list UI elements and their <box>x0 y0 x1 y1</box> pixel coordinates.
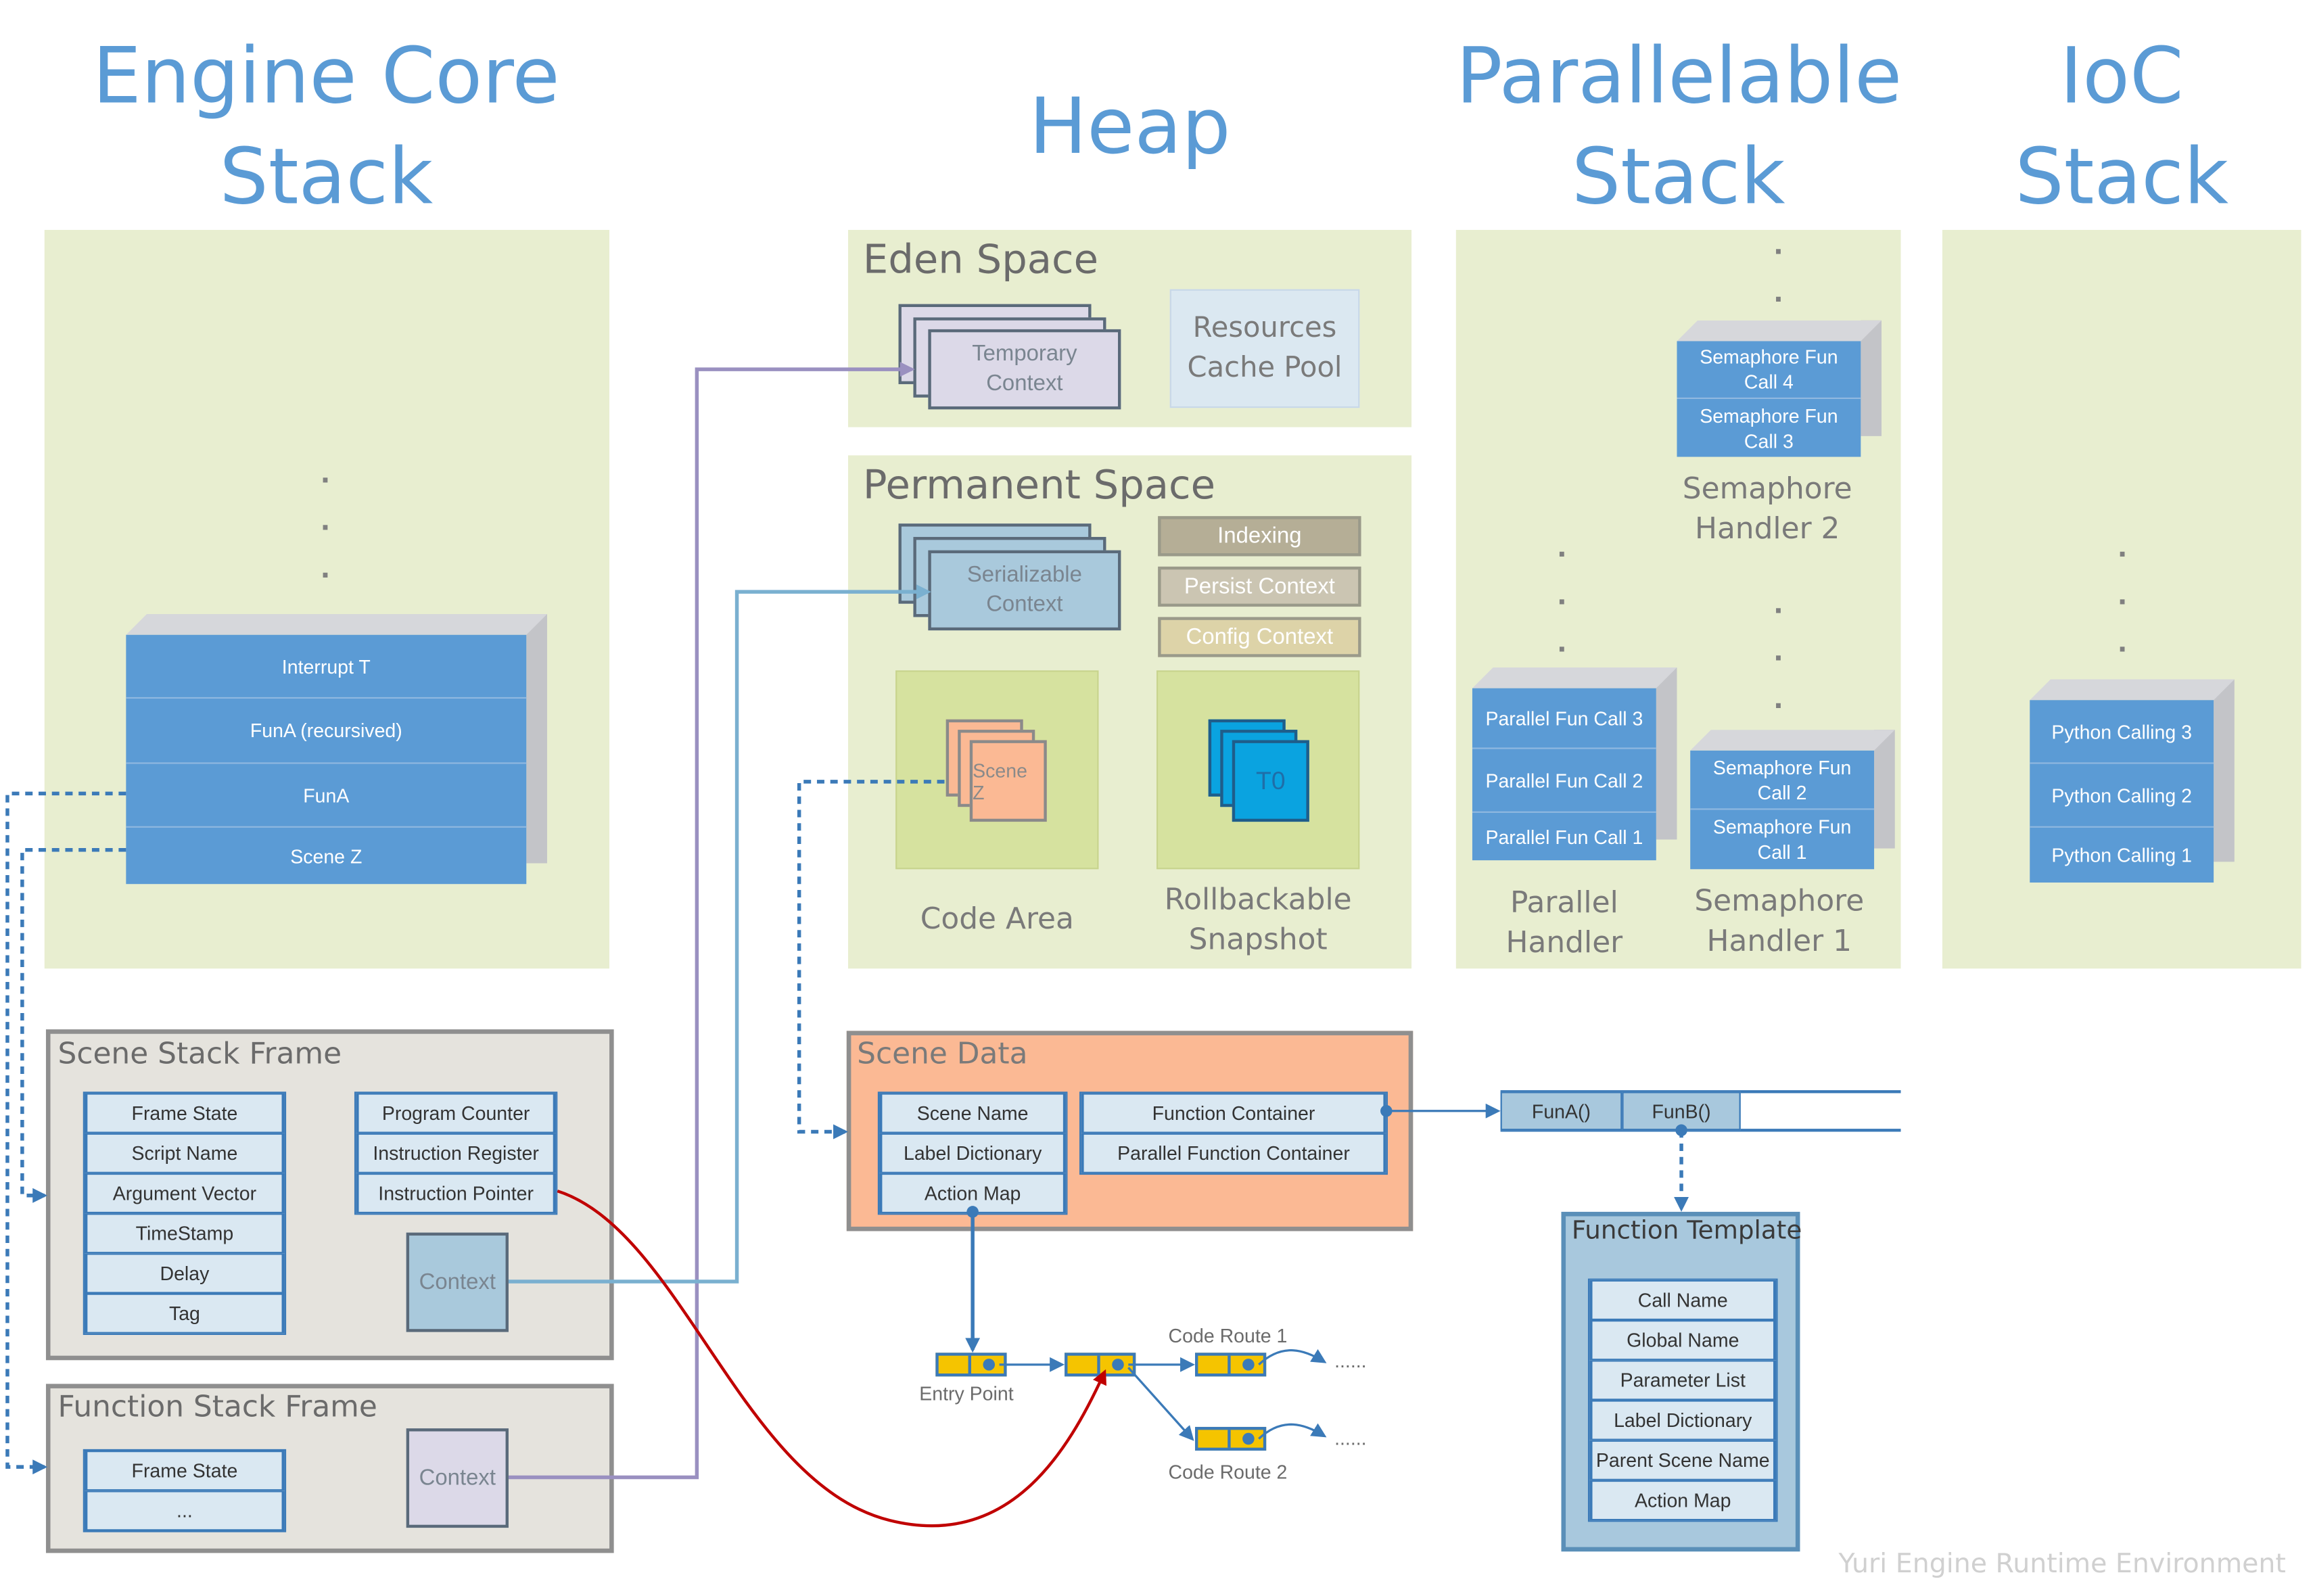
entry-point-label: Entry Point <box>919 1382 1014 1405</box>
function-template-title: Function Template <box>1571 1216 1802 1246</box>
frame-state-field[interactable]: Frame State <box>84 1093 285 1133</box>
instruction-pointer-field[interactable]: Instruction Pointer <box>356 1173 557 1214</box>
ioc-python-stack: Python Calling 3 Python Calling 2 Python… <box>2030 679 2235 883</box>
watermark: Yuri Engine Runtime Environment <box>1838 1548 2286 1580</box>
tag-field[interactable]: Tag <box>84 1293 285 1334</box>
template-label-dictionary-field[interactable]: Label Dictionary <box>1589 1400 1777 1440</box>
semaphore-handler-2-caption: Semaphore Handler 2 <box>1682 470 1852 546</box>
scene-z-code[interactable]: Scene Z <box>969 740 1047 822</box>
funb-entry[interactable]: FunB() <box>1622 1092 1741 1131</box>
indexing-tag[interactable]: Indexing <box>1158 516 1361 557</box>
parallelable-stack-title: Parallelable Stack <box>1455 32 1902 222</box>
scene-data-right-fields: Function Container Parallel Function Con… <box>1079 1092 1388 1175</box>
scene-data-title: Scene Data <box>857 1035 1028 1071</box>
code-area-to-scene-data-arrow <box>797 780 945 1140</box>
template-action-map-field[interactable]: Action Map <box>1589 1480 1777 1521</box>
python-calling-2[interactable]: Python Calling 2 <box>2030 764 2214 828</box>
stack-frame-interrupt-t[interactable]: Interrupt T <box>126 635 527 699</box>
call-name-field[interactable]: Call Name <box>1589 1280 1777 1321</box>
semaphore1-ellipsis: ··· <box>1773 592 1785 724</box>
semaphore-fun-call-3[interactable]: Semaphore Fun Call 3 <box>1700 404 1838 452</box>
engine-core-stack-title: Engine Core Stack <box>92 32 560 222</box>
function-template-fields: Call Name Global Name Parameter List Lab… <box>1587 1278 1778 1522</box>
scene-stack-frame-title: Scene Stack Frame <box>57 1035 342 1071</box>
config-context-tag[interactable]: Config Context <box>1158 617 1361 657</box>
route1-continue-arrow <box>1258 1348 1327 1366</box>
code-route-1-node[interactable] <box>1194 1353 1267 1377</box>
scene-context-to-serializable-arrow <box>508 584 931 1284</box>
funa-entry[interactable]: FunA() <box>1500 1092 1622 1131</box>
parameter-list-field[interactable]: Parameter List <box>1589 1360 1777 1401</box>
function-frame-fields: Frame State ... <box>83 1449 287 1532</box>
label-dictionary-field[interactable]: Label Dictionary <box>879 1133 1067 1173</box>
ioc-stack-title: IoC Stack <box>2015 32 2228 222</box>
scene-name-field[interactable]: Scene Name <box>879 1093 1067 1133</box>
code-area-caption: Code Area <box>920 900 1074 936</box>
semaphore-handler-1-caption: Semaphore Handler 1 <box>1694 883 1865 958</box>
funa-to-function-frame-arrow <box>5 791 126 1475</box>
rollbackable-snapshot-caption: Rollbackable Snapshot <box>1164 881 1352 957</box>
stack-frame-funa-recursived[interactable]: FunA (recursived) <box>126 699 527 764</box>
serializable-context[interactable]: Serializable Context <box>928 550 1121 631</box>
semaphore-handler-1-stack: Semaphore Fun Call 2 Semaphore Fun Call … <box>1690 730 1895 870</box>
function-context-to-temporary-arrow <box>508 362 915 1480</box>
semaphore-handler-2-stack: Semaphore Fun Call 4 Semaphore Fun Call … <box>1677 320 1882 457</box>
parent-scene-name-field[interactable]: Parent Scene Name <box>1589 1440 1777 1480</box>
semaphore2-ellipsis: ·· <box>1773 233 1785 318</box>
function-stack-frame-title: Function Stack Frame <box>57 1388 377 1424</box>
junction-to-route2-arrow <box>1127 1367 1194 1441</box>
code-route-2-node[interactable] <box>1194 1426 1267 1451</box>
temporary-context[interactable]: Temporary Context <box>928 329 1121 410</box>
parallel-handler-stack: Parallel Fun Call 3 Parallel Fun Call 2 … <box>1472 667 1677 861</box>
instruction-register-field[interactable]: Instruction Register <box>356 1133 557 1173</box>
heap-title: Heap <box>1029 83 1231 172</box>
code-route-2-ellipsis: ...... <box>1334 1426 1367 1449</box>
semaphore-fun-call-2[interactable]: Semaphore Fun Call 2 <box>1690 751 1875 810</box>
semaphore-fun-call-4[interactable]: Semaphore Fun Call 4 <box>1677 341 1861 399</box>
parallel-fun-call-2[interactable]: Parallel Fun Call 2 <box>1472 749 1656 813</box>
stack-frame-funa[interactable]: FunA <box>126 764 527 828</box>
route2-continue-arrow <box>1258 1423 1327 1440</box>
function-frame-state-field[interactable]: Frame State <box>84 1451 285 1491</box>
global-name-field[interactable]: Global Name <box>1589 1320 1777 1361</box>
timestamp-field[interactable]: TimeStamp <box>84 1213 285 1254</box>
parallel-function-container-field[interactable]: Parallel Function Container <box>1081 1133 1386 1173</box>
argument-vector-field[interactable]: Argument Vector <box>84 1173 285 1214</box>
t0-snapshot[interactable]: T0 <box>1232 740 1309 822</box>
function-frame-context[interactable]: Context <box>406 1428 509 1528</box>
scene-frame-registers: Program Counter Instruction Register Ins… <box>354 1092 558 1215</box>
script-name-field[interactable]: Script Name <box>84 1133 285 1173</box>
semaphore-fun-call-1[interactable]: Semaphore Fun Call 1 <box>1712 816 1852 864</box>
parallel-handler-ellipsis: ··· <box>1557 535 1568 667</box>
python-calling-1[interactable]: Python Calling 1 <box>2051 843 2192 866</box>
scene-frame-context[interactable]: Context <box>406 1232 509 1332</box>
engine-core-call-stack: Interrupt T FunA (recursived) FunA Scene… <box>126 614 547 885</box>
function-container-field[interactable]: Function Container <box>1081 1093 1386 1133</box>
delay-field[interactable]: Delay <box>84 1253 285 1294</box>
ioc-ellipsis: ··· <box>2118 535 2129 667</box>
scene-z-to-scene-frame-arrow <box>20 848 126 1203</box>
program-counter-field[interactable]: Program Counter <box>356 1093 557 1133</box>
permanent-space-title: Permanent Space <box>862 463 1216 509</box>
function-frame-more-field[interactable]: ... <box>84 1491 285 1531</box>
engine-core-ellipsis: ··· <box>321 461 332 594</box>
scene-data-left-fields: Scene Name Label Dictionary Action Map <box>877 1092 1068 1215</box>
stack-frame-scene-z[interactable]: Scene Z <box>290 845 363 867</box>
code-route-1-label: Code Route 1 <box>1168 1324 1288 1347</box>
scene-frame-fields: Frame State Script Name Argument Vector … <box>83 1092 287 1335</box>
code-route-1-ellipsis: ...... <box>1334 1349 1367 1372</box>
persist-context-tag[interactable]: Persist Context <box>1158 566 1361 607</box>
parallel-handler-caption: Parallel Handler <box>1505 884 1623 960</box>
code-route-2-label: Code Route 2 <box>1168 1461 1288 1484</box>
parallel-fun-call-3[interactable]: Parallel Fun Call 3 <box>1472 688 1656 749</box>
python-calling-3[interactable]: Python Calling 3 <box>2030 700 2214 764</box>
resources-cache-pool[interactable]: Resources Cache Pool <box>1169 289 1360 408</box>
eden-space-title: Eden Space <box>862 237 1099 283</box>
entry-point-node[interactable] <box>935 1353 1007 1377</box>
parallel-fun-call-1[interactable]: Parallel Fun Call 1 <box>1485 825 1643 848</box>
instruction-pointer-curve <box>557 1190 1106 1528</box>
